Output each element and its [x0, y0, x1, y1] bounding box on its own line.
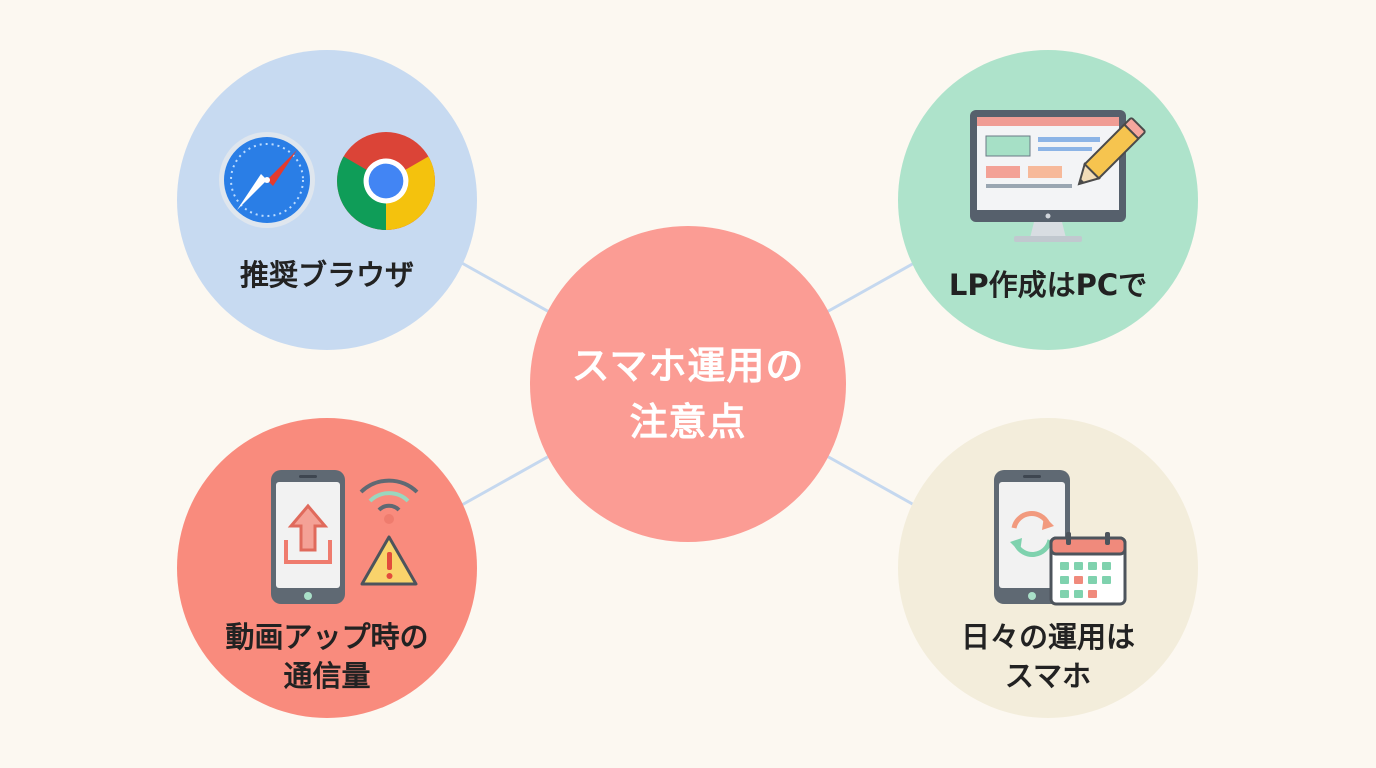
- calendar-icon: [1049, 532, 1127, 606]
- connector-top-left: [459, 260, 561, 320]
- node-daily-operation-smartphone: 日々の運用は スマホ: [898, 418, 1198, 718]
- node-label-recommended-browser: 推奨ブラウザ: [239, 258, 414, 292]
- chrome-icon: [337, 132, 435, 230]
- connector-bottom-left: [459, 448, 561, 508]
- center-title: スマホ運用の 注意点: [571, 344, 805, 444]
- safari-icon: [219, 132, 315, 228]
- node-lp-creation-pc: LP作成はPCで: [898, 50, 1198, 350]
- node-video-upload-data: 動画アップ時の 通信量: [177, 418, 477, 718]
- warning-icon: [360, 535, 418, 586]
- smartphone-upload-icon: [271, 470, 345, 604]
- connector-top-right: [815, 260, 917, 320]
- node-label-lp-creation-pc: LP作成はPCで: [948, 268, 1148, 302]
- node-label-video-upload-data: 動画アップ時の 通信量: [225, 620, 429, 693]
- pencil-icon: [1077, 117, 1146, 186]
- wifi-icon: [359, 478, 419, 524]
- node-label-daily-operation-smartphone: 日々の運用は スマホ: [960, 620, 1135, 693]
- center-node: スマホ運用の 注意点: [530, 226, 846, 542]
- node-recommended-browser: 推奨ブラウザ: [177, 50, 477, 350]
- connector-bottom-right: [815, 448, 917, 508]
